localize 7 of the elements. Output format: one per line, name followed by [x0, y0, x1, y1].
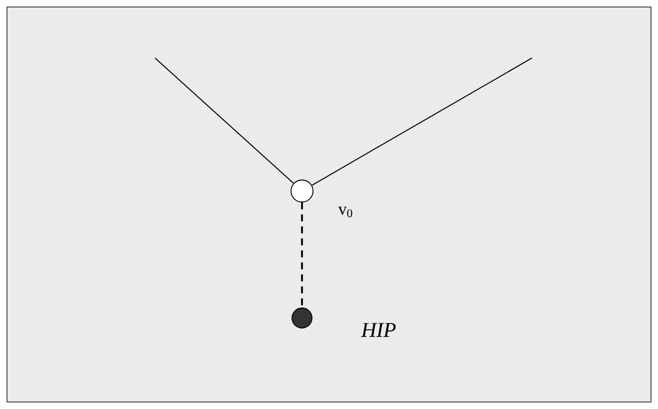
node-circle [290, 180, 314, 202]
line [301, 202, 303, 308]
line [311, 58, 532, 186]
node-circle [292, 308, 312, 328]
node-label: HIP [360, 323, 396, 337]
line [154, 58, 294, 184]
node-label: v$_{0}$ [338, 206, 352, 218]
